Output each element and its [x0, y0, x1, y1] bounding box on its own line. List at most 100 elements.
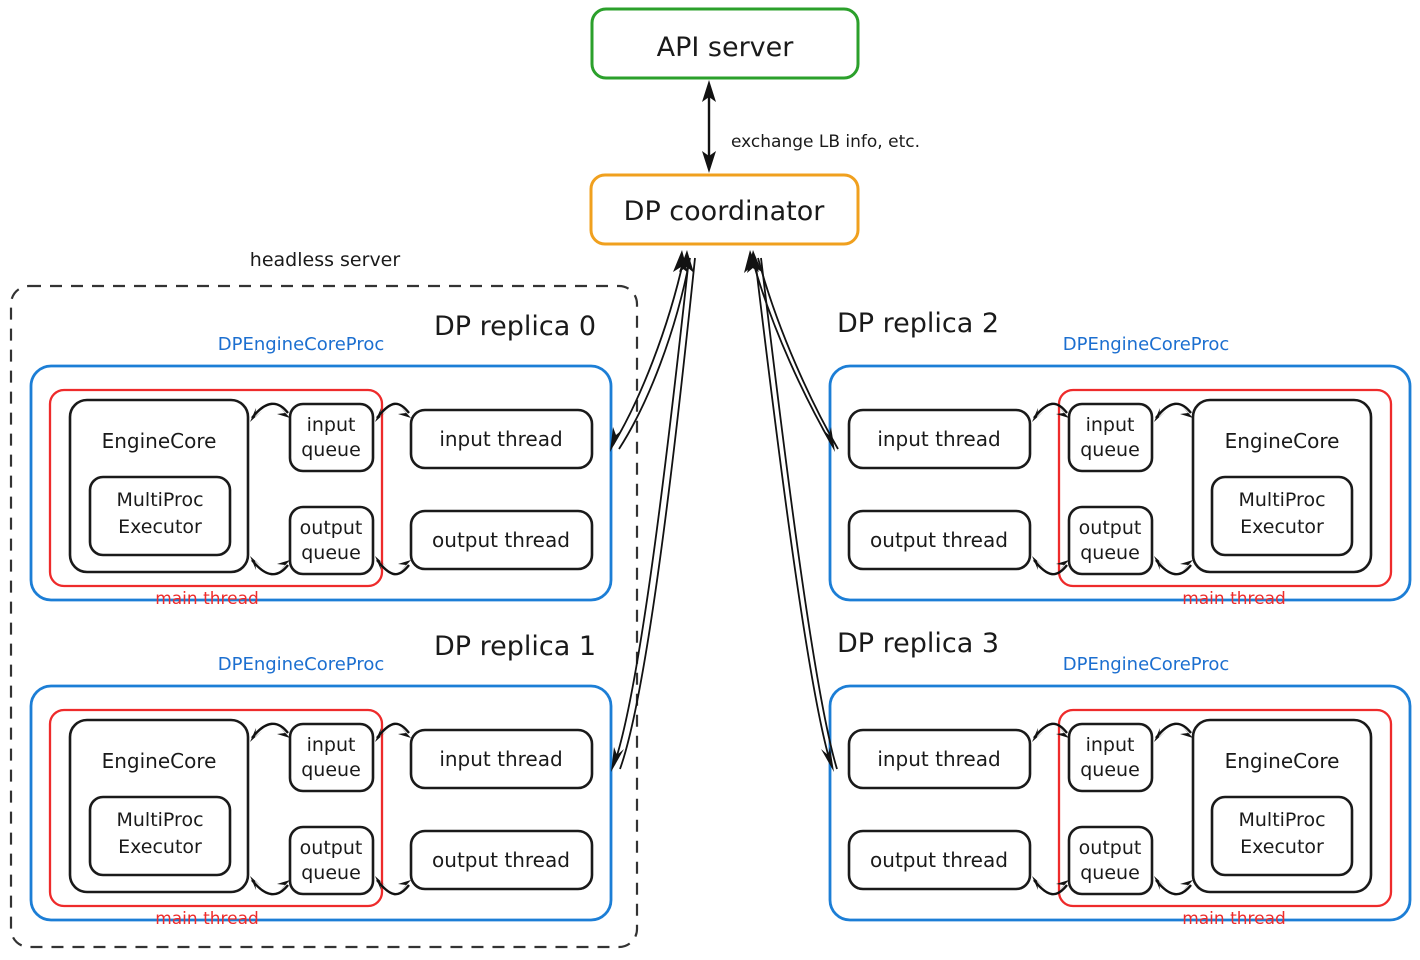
dp-replica-1-output-queue-line2: queue: [301, 862, 361, 884]
dp-replica-2-input-thread-label: input thread: [877, 427, 1000, 451]
dp-replica-2-title: DP replica 2: [837, 308, 999, 339]
dp-replica-2-arrow-inputthread-inputqueue: [1032, 402, 1069, 422]
dp-replica-2-process-label: DPEngineCoreProc: [1063, 334, 1230, 355]
dp-replica-3-process-box: [828, 684, 1412, 922]
dp-replica-3-output-thread-label: output thread: [870, 848, 1008, 872]
dp-replica-3-input-queue-line1: input: [1086, 734, 1135, 756]
dp-replica-3-engine-core-label: EngineCore: [1225, 749, 1340, 773]
dp-replica-2-multiproc-executor-line1: MultiProc: [1238, 489, 1325, 511]
dp-replica-3-input-queue-line2: queue: [1080, 759, 1140, 781]
dp-replica-2-arrow-outputqueue-engine: [1154, 556, 1193, 576]
dp-replica-3-input-thread-box: [847, 728, 1032, 790]
dp-replica-1-input-thread-label: input thread: [439, 747, 562, 771]
coordinator-replica-1-link: [611, 250, 696, 772]
dp-replica-1: DP replica 1 DPEngineCoreProc main threa…: [29, 631, 613, 929]
dp-replica-3-output-queue-box: [1067, 825, 1154, 896]
dp-replica-2-output-queue-box: [1067, 505, 1154, 576]
dp-replica-1-process-label: DPEngineCoreProc: [218, 654, 385, 675]
dp-replica-3-multiproc-executor-line2: Executor: [1240, 836, 1324, 858]
dp-coordinator-box: [589, 173, 860, 246]
dp-replica-2-multiproc-executor-box: [1210, 475, 1354, 557]
coordinator-replica-0-link: [610, 250, 691, 452]
dp-replica-2-output-thread-label: output thread: [870, 528, 1008, 552]
dp-replica-2-arrow-outputthread-outputqueue: [1032, 556, 1069, 576]
dp-replica-3-multiproc-executor-box: [1210, 795, 1354, 877]
dp-replica-1-arrow-inputqueue-inputthread: [375, 722, 411, 742]
dp-replica-0-arrow-inputqueue-inputthread: [375, 402, 411, 422]
dp-replica-3-output-thread-box: [847, 829, 1032, 891]
dp-replica-2-output-thread-box: [847, 509, 1032, 571]
dp-replica-0-process-box: [29, 364, 613, 602]
dp-replica-1-input-queue-line2: queue: [301, 759, 361, 781]
dp-replica-0-arrow-engine-inputqueue: [250, 402, 290, 422]
dp-replica-3-output-queue-line2: queue: [1080, 862, 1140, 884]
api-coordinator-link: [702, 80, 716, 173]
dp-replica-1-arrow-engine-outputqueue: [250, 876, 290, 896]
headless-server-label: headless server: [250, 249, 401, 271]
dp-replica-2-main-thread-box: [1057, 388, 1393, 588]
dp-replica-0-engine-core-label: EngineCore: [102, 429, 217, 453]
dp-replica-2-engine-core-box: [1191, 398, 1373, 574]
dp-replica-2-arrow-inputqueue-engine: [1154, 402, 1193, 422]
dp-replica-1-engine-core-box: [68, 718, 250, 894]
dp-replica-3-output-queue-line1: output: [1079, 837, 1142, 859]
api-server-box: [590, 7, 860, 80]
dp-replica-0-engine-core-box: [68, 398, 250, 574]
dp-replica-3-main-thread-box: [1057, 708, 1393, 908]
dp-replica-2-input-thread-box: [847, 408, 1032, 470]
api-server-label: API server: [657, 32, 795, 63]
dp-replica-0-output-thread-label: output thread: [432, 528, 570, 552]
dp-replica-1-title: DP replica 1: [434, 631, 596, 662]
dp-replica-1-input-thread-box: [409, 728, 594, 790]
dp-replica-0-input-queue-line2: queue: [301, 439, 361, 461]
dp-replica-2-input-queue-line2: queue: [1080, 439, 1140, 461]
dp-replica-0-process-label: DPEngineCoreProc: [218, 334, 385, 355]
dp-replica-1-engine-core-label: EngineCore: [102, 749, 217, 773]
dp-replica-0: DP replica 0 DPEngineCoreProc main threa…: [29, 311, 613, 609]
dp-replica-1-main-thread-label: main thread: [155, 909, 259, 929]
dp-replica-3-arrow-outputqueue-engine: [1154, 876, 1193, 896]
dp-replica-3-arrow-inputqueue-engine: [1154, 722, 1193, 742]
dp-replica-3: DP replica 3 DPEngineCoreProc main threa…: [828, 628, 1412, 929]
dp-replica-0-main-thread-box: [48, 388, 384, 588]
dp-replica-2-engine-core-label: EngineCore: [1225, 429, 1340, 453]
dp-replica-0-output-queue-line2: queue: [301, 542, 361, 564]
dp-replica-2: DP replica 2 DPEngineCoreProc main threa…: [828, 308, 1412, 609]
dp-replica-3-title: DP replica 3: [837, 628, 999, 659]
dp-replica-0-multiproc-executor-line1: MultiProc: [116, 489, 203, 511]
dp-replica-2-input-queue-line1: input: [1086, 414, 1135, 436]
exchange-info-label: exchange LB info, etc.: [731, 132, 920, 152]
dp-replica-1-process-box: [29, 684, 613, 922]
dp-replica-1-output-queue-box: [288, 825, 375, 896]
dp-replica-1-multiproc-executor-line2: Executor: [118, 836, 202, 858]
dp-coordinator-node: DP coordinator: [589, 173, 860, 246]
dp-replica-0-input-thread-label: input thread: [439, 427, 562, 451]
dp-replica-2-input-queue-box: [1067, 402, 1154, 473]
dp-replica-0-output-queue-box: [288, 505, 375, 576]
dp-replica-3-main-thread-label: main thread: [1182, 909, 1286, 929]
dp-replica-3-engine-core-box: [1191, 718, 1373, 894]
dp-replica-2-main-thread-label: main thread: [1182, 589, 1286, 609]
dp-replica-0-output-queue-line1: output: [300, 517, 363, 539]
dp-replica-3-multiproc-executor-line1: MultiProc: [1238, 809, 1325, 831]
dp-replica-0-input-thread-box: [409, 408, 594, 470]
api-server-node: API server: [590, 7, 860, 80]
dp-replica-3-arrow-outputthread-outputqueue: [1032, 876, 1069, 896]
dp-replica-1-input-queue-line1: input: [307, 734, 356, 756]
dp-replica-1-arrow-engine-inputqueue: [250, 722, 290, 742]
dp-replica-3-input-thread-label: input thread: [877, 747, 1000, 771]
dp-replica-0-multiproc-executor-box: [88, 475, 232, 557]
dp-replica-3-arrow-inputthread-inputqueue: [1032, 722, 1069, 742]
dp-replica-0-output-thread-box: [409, 509, 594, 571]
dp-replica-1-input-queue-box: [288, 722, 375, 793]
headless-server-boundary: [9, 284, 639, 949]
dp-replica-0-input-queue-box: [288, 402, 375, 473]
dp-replica-0-arrow-outputqueue-outputthread: [375, 556, 411, 576]
dp-replica-1-output-queue-line1: output: [300, 837, 363, 859]
dp-replica-2-output-queue-line2: queue: [1080, 542, 1140, 564]
dp-replica-3-input-queue-box: [1067, 722, 1154, 793]
dp-replica-1-output-thread-label: output thread: [432, 848, 570, 872]
dp-replica-0-main-thread-label: main thread: [155, 589, 259, 609]
dp-replica-0-multiproc-executor-line2: Executor: [118, 516, 202, 538]
